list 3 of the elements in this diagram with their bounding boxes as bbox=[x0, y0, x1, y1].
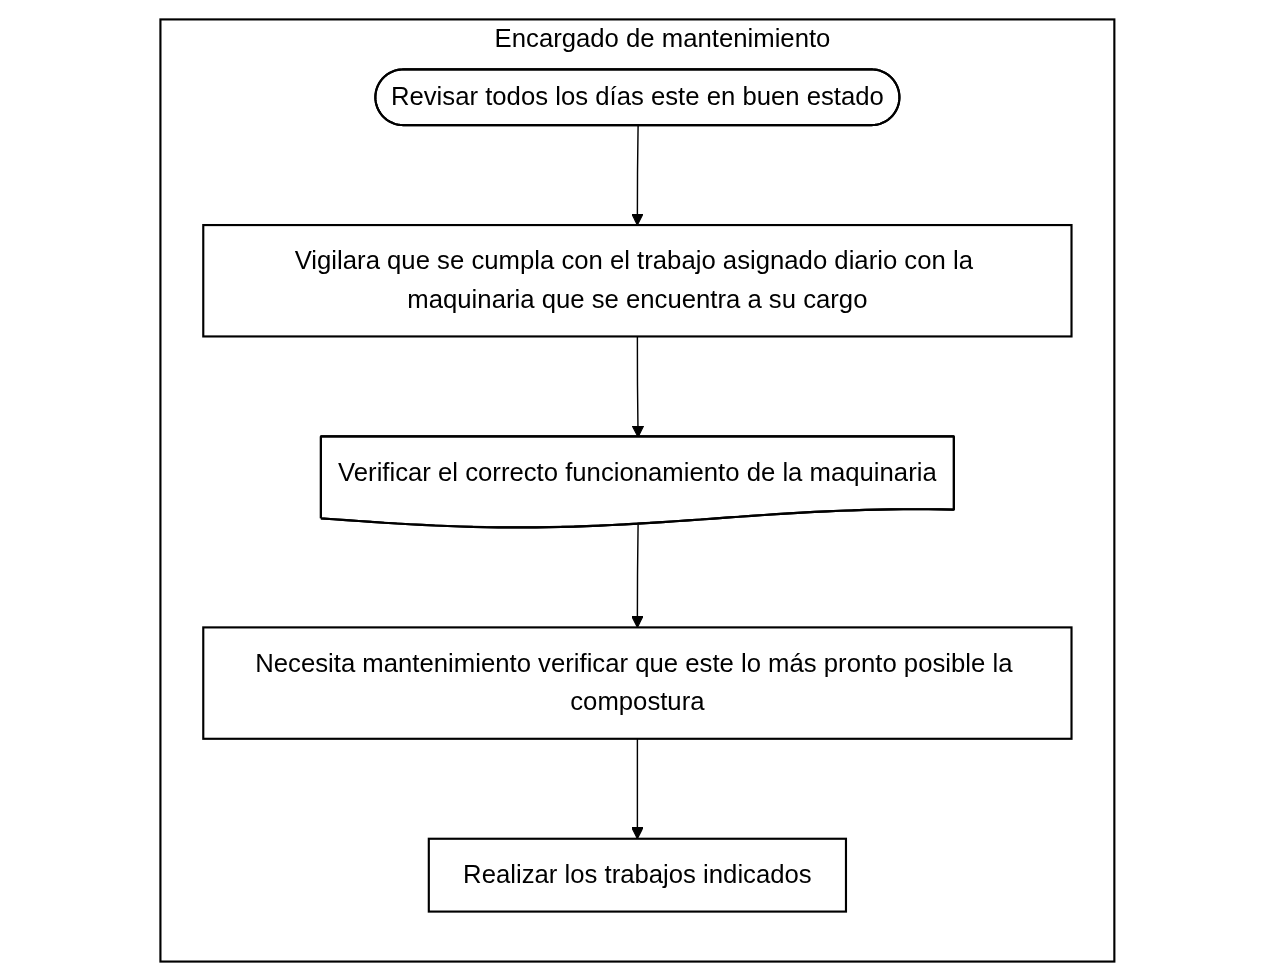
node-box: Vigilara que se cumpla con el trabajo asignado diario con la maquinaria que se encuentra a su cargo bbox=[202, 223, 1073, 337]
node-box: Realizar los trabajos indicados bbox=[427, 837, 848, 913]
node-box: Necesita mantenimiento verificar que este lo más pronto posible la compostura bbox=[202, 625, 1073, 740]
